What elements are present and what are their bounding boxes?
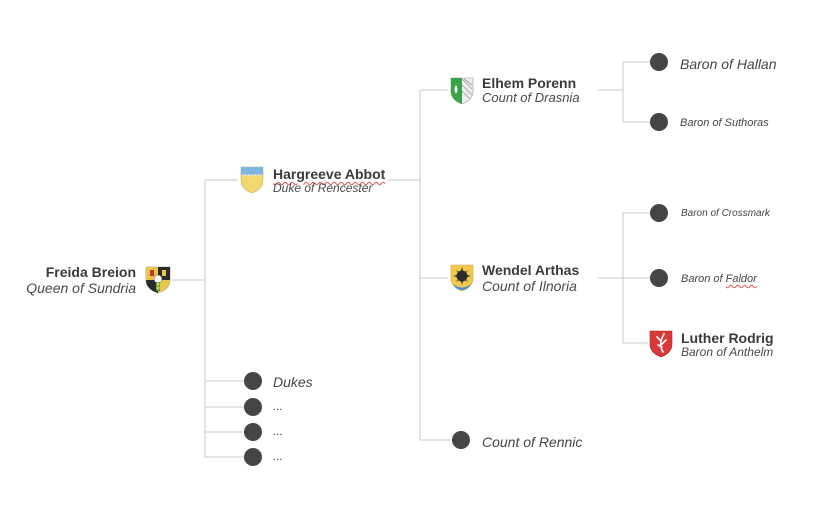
quartered-arms-crest-icon — [145, 266, 171, 294]
count-drasnia-node[interactable]: Elhem Porenn Count of Drasnia — [482, 75, 580, 106]
baron-anthelm-name: Luther Rodrig — [681, 330, 774, 346]
sun-shield-crest-icon — [450, 264, 474, 292]
count-drasnia-title: Count of Drasnia — [482, 90, 580, 106]
green-shield-crest-icon — [450, 77, 474, 105]
baron-anthelm-title: Baron of Anthelm — [681, 345, 774, 360]
baron-crossmark-label: Baron of Crossmark — [681, 208, 770, 219]
root-title: Queen of Sundria — [26, 280, 136, 297]
count-ilnoria-node[interactable]: Wendel Arthas Count of Ilnoria — [482, 262, 579, 294]
ellipsis-node-dot-3[interactable] — [244, 448, 262, 466]
baron-faldor-dot[interactable] — [650, 269, 668, 287]
dukes-label: Dukes — [273, 374, 313, 390]
duke-name: Hargreeve Abbot — [273, 166, 386, 182]
yellow-shield-crest-icon — [240, 166, 264, 194]
ellipsis-label-1: ... — [273, 399, 284, 413]
count-ilnoria-title: Count of Ilnoria — [482, 278, 577, 295]
red-antler-crest-icon — [649, 330, 673, 358]
ellipsis-node-dot-1[interactable] — [244, 398, 262, 416]
duke-title: Duke of Rencester — [273, 181, 373, 196]
baron-crossmark-dot[interactable] — [650, 204, 668, 222]
count-rennic-dot[interactable] — [452, 431, 470, 449]
ellipsis-label-3: ... — [273, 449, 284, 463]
baron-hallan-label: Baron of Hallan — [680, 56, 777, 72]
baron-faldor-label: Baron of Faldor — [681, 273, 757, 286]
baron-anthelm-node[interactable]: Luther Rodrig Baron of Anthelm — [681, 330, 774, 360]
count-drasnia-name: Elhem Porenn — [482, 75, 577, 91]
root-name: Freida Breion — [45, 264, 136, 280]
count-rennic-label: Count of Rennic — [482, 434, 583, 450]
baron-suthoras-dot[interactable] — [650, 113, 668, 131]
baron-suthoras-label: Baron of Suthoras — [680, 117, 769, 129]
baron-hallan-dot[interactable] — [650, 53, 668, 71]
ellipsis-node-dot-2[interactable] — [244, 423, 262, 441]
root-node[interactable]: Freida Breion Queen of Sundria — [26, 264, 136, 296]
duke-node[interactable]: Hargreeve Abbot Duke of Rencester — [273, 166, 385, 196]
ellipsis-label-2: ... — [273, 424, 284, 438]
dukes-node-dot[interactable] — [244, 372, 262, 390]
baron-faldor-place: Faldor — [725, 273, 757, 285]
baron-faldor-prefix: Baron of — [681, 273, 726, 285]
count-ilnoria-name: Wendel Arthas — [482, 262, 580, 278]
